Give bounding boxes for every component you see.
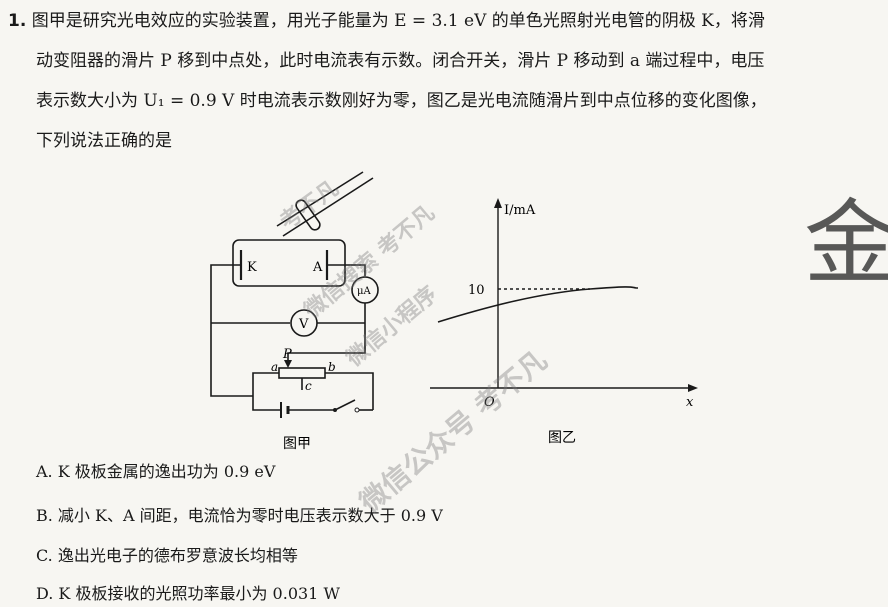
wire-bottom-left [252,396,281,411]
light-lens [295,199,321,231]
figure-circuit: K A μA V P a b c 图甲 [210,171,379,452]
origin-label: O [484,395,495,410]
label-P: P [282,347,292,362]
rheostat [278,367,326,379]
option-d: D. K 极板接收的光照功率最小为 0.031 W [36,584,340,603]
option-a: A. K 极板金属的逸出功为 0.9 eV [36,462,276,481]
switch-pivot [333,408,337,412]
label-K: K [247,260,257,275]
fig2-caption: 图乙 [548,430,576,446]
photocell-tube [232,239,346,287]
x-axis-arrow [688,384,698,392]
y-tick-10: 10 [468,283,485,298]
switch-contact [354,407,360,413]
figure-graph: I/mA 10 O x 图乙 [430,198,698,446]
fig1-caption: 图甲 [283,436,311,452]
wire-to-slider [287,323,366,366]
switch-lever [334,399,356,411]
label-b: b [328,360,336,374]
edge-character-decoration: 金 [803,190,888,297]
voltmeter-label: V [298,317,309,332]
label-a: a [271,360,278,374]
wire-rheostat-b [325,372,374,410]
light-ray-2 [276,171,364,227]
question-line-4: 下列说法正确的是 [36,131,172,151]
question-number: 1. [8,11,27,31]
option-b: B. 减小 K、A 间距，电流恰为零时电压表示数大于 0.9 V [36,506,443,525]
y-axis-arrow [494,198,502,208]
label-A: A [312,260,323,275]
question-text-1: 图甲是研究光电效应的实验装置，用光子能量为 E = 3.1 eV 的单色光照射光… [31,11,765,31]
x-axis-label: x [686,395,694,410]
y-axis-label: I/mA [504,203,536,218]
light-ray-1 [282,177,374,237]
ammeter-label: μA [357,286,371,297]
label-c: c [305,379,312,393]
question-line-1: 1. 图甲是研究光电效应的实验装置，用光子能量为 E = 3.1 eV 的单色光… [8,10,765,32]
wire-left [210,264,253,397]
slider-arrow [284,360,292,368]
option-c: C. 逸出光电子的德布罗意波长均相等 [36,546,298,565]
current-curve [437,286,639,323]
question-line-2: 动变阻器的滑片 P 移到中点处，此时电流表有示数。闭合开关，滑片 P 移动到 a… [36,51,765,71]
question-line-3: 表示数大小为 U₁ = 0.9 V 时电流表示数刚好为零，图乙是光电流随滑片到中… [36,91,767,111]
wire-rheostat-a [252,372,279,396]
wire-anode [327,264,366,276]
